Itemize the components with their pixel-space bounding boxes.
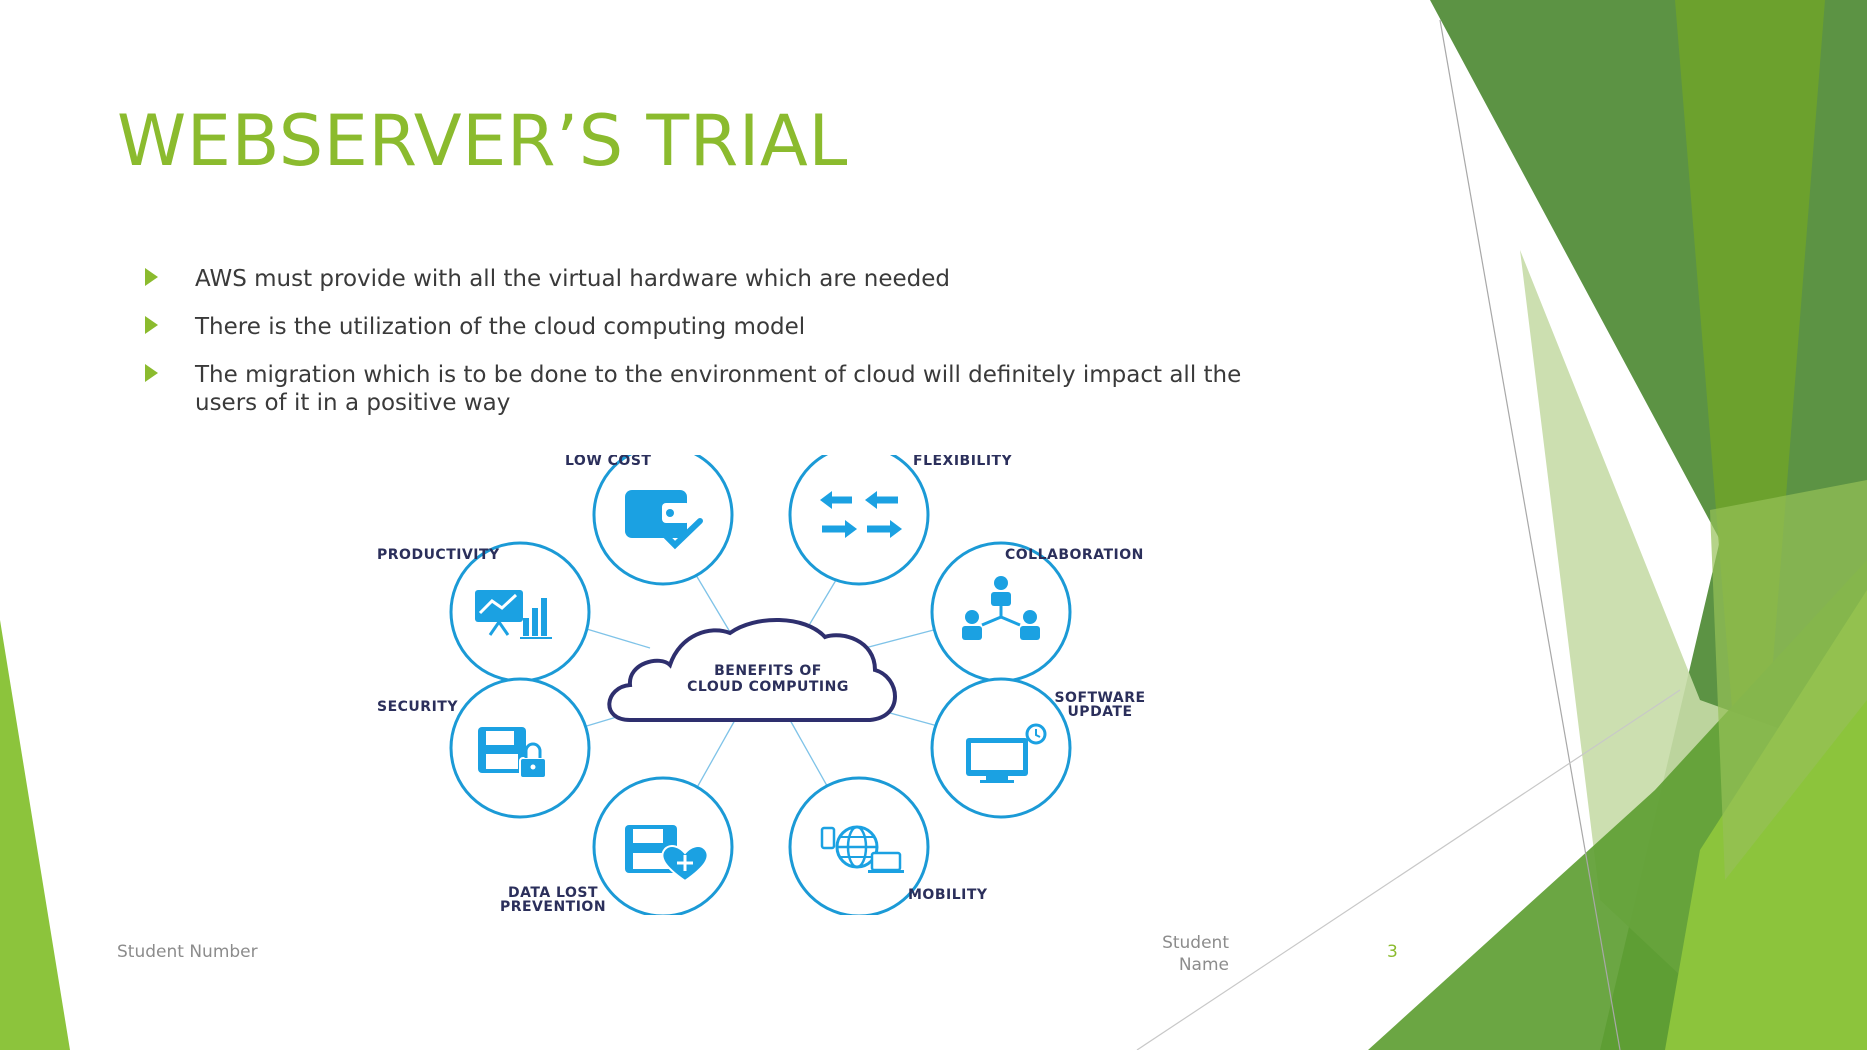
bullet-item: AWS must provide with all the virtual ha…	[140, 265, 1290, 293]
footer-student-name-line2: Name	[1178, 955, 1229, 975]
bullet-text: AWS must provide with all the virtual ha…	[195, 266, 950, 292]
right-facet-mid	[1675, 0, 1825, 870]
central-cloud-icon	[607, 617, 897, 722]
page-number: 3	[1387, 942, 1398, 962]
left-facet	[0, 620, 70, 1050]
benefit-collaboration: COLLABORATION	[930, 541, 1144, 683]
bullet-item: The migration which is to be done to the…	[140, 361, 1290, 417]
label-collaboration: COLLABORATION	[1005, 547, 1144, 563]
bullet-text: There is the utilization of the cloud co…	[195, 314, 806, 340]
cloud-label-line1: BENEFITS OF	[714, 663, 822, 679]
label-data-lost-line1: DATA LOST	[508, 885, 598, 901]
label-flexibility: FLEXIBILITY	[913, 455, 1013, 469]
label-mobility: MOBILITY	[908, 887, 988, 903]
devices-globe-icon	[820, 825, 904, 873]
bullet-arrow-icon	[145, 364, 158, 382]
benefit-flexibility: FLEXIBILITY	[788, 455, 1013, 586]
wallet-icon	[625, 490, 703, 550]
arrows-icon	[820, 491, 902, 538]
cloud-label-line2: CLOUD COMPUTING	[687, 679, 849, 695]
bullet-item: There is the utilization of the cloud co…	[140, 313, 1290, 341]
bullet-text: The migration which is to be done to the…	[195, 362, 1242, 416]
label-security: SECURITY	[377, 699, 458, 715]
benefit-data-lost-prevention: DATA LOST PREVENTION	[500, 776, 734, 915]
benefit-security: SECURITY	[377, 677, 591, 819]
deco-line-1	[1439, 19, 1621, 1050]
bullet-arrow-icon	[145, 268, 158, 286]
slide-title: WEBSERVER’S TRIAL	[117, 100, 848, 182]
monitor-update-icon	[966, 723, 1047, 783]
footer-student-name-line1: Student	[1162, 933, 1229, 953]
benefit-software-update: SOFTWARE UPDATE	[930, 677, 1145, 819]
label-low-cost: LOW COST	[565, 455, 651, 469]
floppy-heart-icon	[625, 825, 709, 883]
bullet-arrow-icon	[145, 316, 158, 334]
benefit-mobility: MOBILITY	[788, 776, 988, 915]
label-software-update-line1: SOFTWARE	[1054, 690, 1145, 706]
footer-student-name: Student Name	[1100, 932, 1229, 976]
team-icon	[962, 576, 1040, 640]
deco-line-2	[1136, 689, 1681, 1050]
label-data-lost-line2: PREVENTION	[500, 899, 606, 915]
floppy-lock-icon	[478, 727, 547, 779]
benefit-low-cost: LOW COST	[565, 455, 734, 586]
right-facet-soft	[1710, 480, 1867, 880]
cloud-benefits-diagram: BENEFITS OF CLOUD COMPUTING LOW COST	[377, 455, 1145, 915]
label-productivity: PRODUCTIVITY	[377, 547, 500, 563]
benefit-productivity: PRODUCTIVITY	[377, 541, 591, 683]
label-software-update-line2: UPDATE	[1067, 704, 1132, 720]
presentation-chart-icon	[475, 590, 552, 639]
footer-student-number: Student Number	[117, 942, 258, 962]
bullet-list: AWS must provide with all the virtual ha…	[140, 265, 1290, 437]
